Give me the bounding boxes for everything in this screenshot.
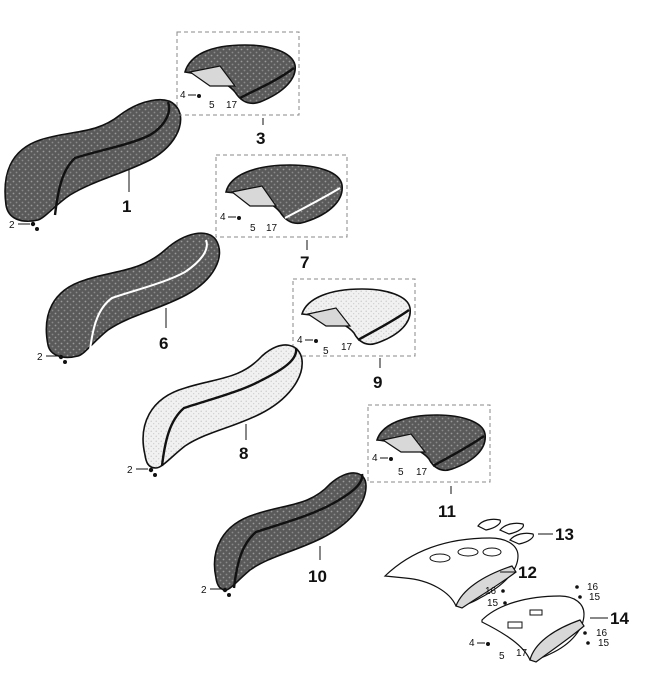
screw-icon <box>197 94 201 98</box>
fastener-2-d <box>210 587 231 597</box>
base-14 <box>481 595 585 663</box>
bolt-icon <box>575 585 579 589</box>
bolt-icon <box>501 589 505 593</box>
seat-10 <box>213 472 367 591</box>
part-number-2-c: 2 <box>127 465 133 476</box>
rear-seat-7 <box>225 164 343 225</box>
part-number-9: 9 <box>373 373 382 392</box>
screw-icon <box>237 216 241 220</box>
part-number-16-b: 16 <box>587 582 599 593</box>
rear-seat-9 <box>300 288 411 346</box>
part-number-15-a: 15 <box>487 598 499 609</box>
part-number-5-e: 5 <box>499 651 505 662</box>
seat-6 <box>45 232 221 359</box>
part-number-17-d: 17 <box>416 467 428 478</box>
part-number-12: 12 <box>518 563 537 582</box>
bolt-icon <box>583 631 587 635</box>
fastener-2-a <box>18 221 39 231</box>
pads-13 <box>477 518 534 545</box>
part-number-17-c: 17 <box>341 342 353 353</box>
rear-seat-3 <box>183 44 296 105</box>
part-number-7: 7 <box>300 253 309 272</box>
part-number-4-b: 4 <box>220 212 226 223</box>
part-number-13: 13 <box>555 525 574 544</box>
rear-seat-11 <box>375 414 486 472</box>
part-number-3: 3 <box>256 129 265 148</box>
cover-12 <box>383 537 519 609</box>
part-number-6: 6 <box>159 334 168 353</box>
part-number-5-c: 5 <box>323 346 329 357</box>
part-number-14: 14 <box>610 609 629 628</box>
part-number-4-d: 4 <box>372 453 378 464</box>
part-number-17-e: 17 <box>516 648 528 659</box>
nut-icon <box>586 641 590 645</box>
screw-icon <box>389 457 393 461</box>
fastener-2-b <box>46 354 67 364</box>
seat-1 <box>4 99 182 222</box>
part-number-4-a: 4 <box>180 90 186 101</box>
seat-8 <box>142 344 303 469</box>
fastener-2-c <box>136 467 157 477</box>
part-number-8: 8 <box>239 444 248 463</box>
part-number-2-d: 2 <box>201 585 207 596</box>
nut-icon <box>503 601 507 605</box>
part-number-11: 11 <box>438 502 456 521</box>
part-number-4-e: 4 <box>469 638 475 649</box>
screw-icon <box>314 339 318 343</box>
kit-box-3 <box>176 31 300 116</box>
part-number-16-a: 16 <box>485 586 497 597</box>
part-number-17-a: 17 <box>226 100 238 111</box>
nut-icon <box>578 595 582 599</box>
part-number-17-b: 17 <box>266 223 278 234</box>
kit-box-11 <box>367 404 491 483</box>
part-number-5-d: 5 <box>398 467 404 478</box>
part-number-2-b: 2 <box>37 352 43 363</box>
part-number-5-a: 5 <box>209 100 215 111</box>
part-number-2-a: 2 <box>9 220 15 231</box>
part-number-5-b: 5 <box>250 223 256 234</box>
part-number-1: 1 <box>122 197 131 216</box>
screw-icon <box>486 642 490 646</box>
kit-box-9 <box>292 278 416 357</box>
part-number-15-c: 15 <box>598 638 610 649</box>
part-number-10: 10 <box>308 567 327 586</box>
part-number-4-c: 4 <box>297 335 303 346</box>
kit-box-7 <box>215 154 348 238</box>
part-number-16-c: 16 <box>596 628 608 639</box>
part-number-15-b: 15 <box>589 592 601 603</box>
